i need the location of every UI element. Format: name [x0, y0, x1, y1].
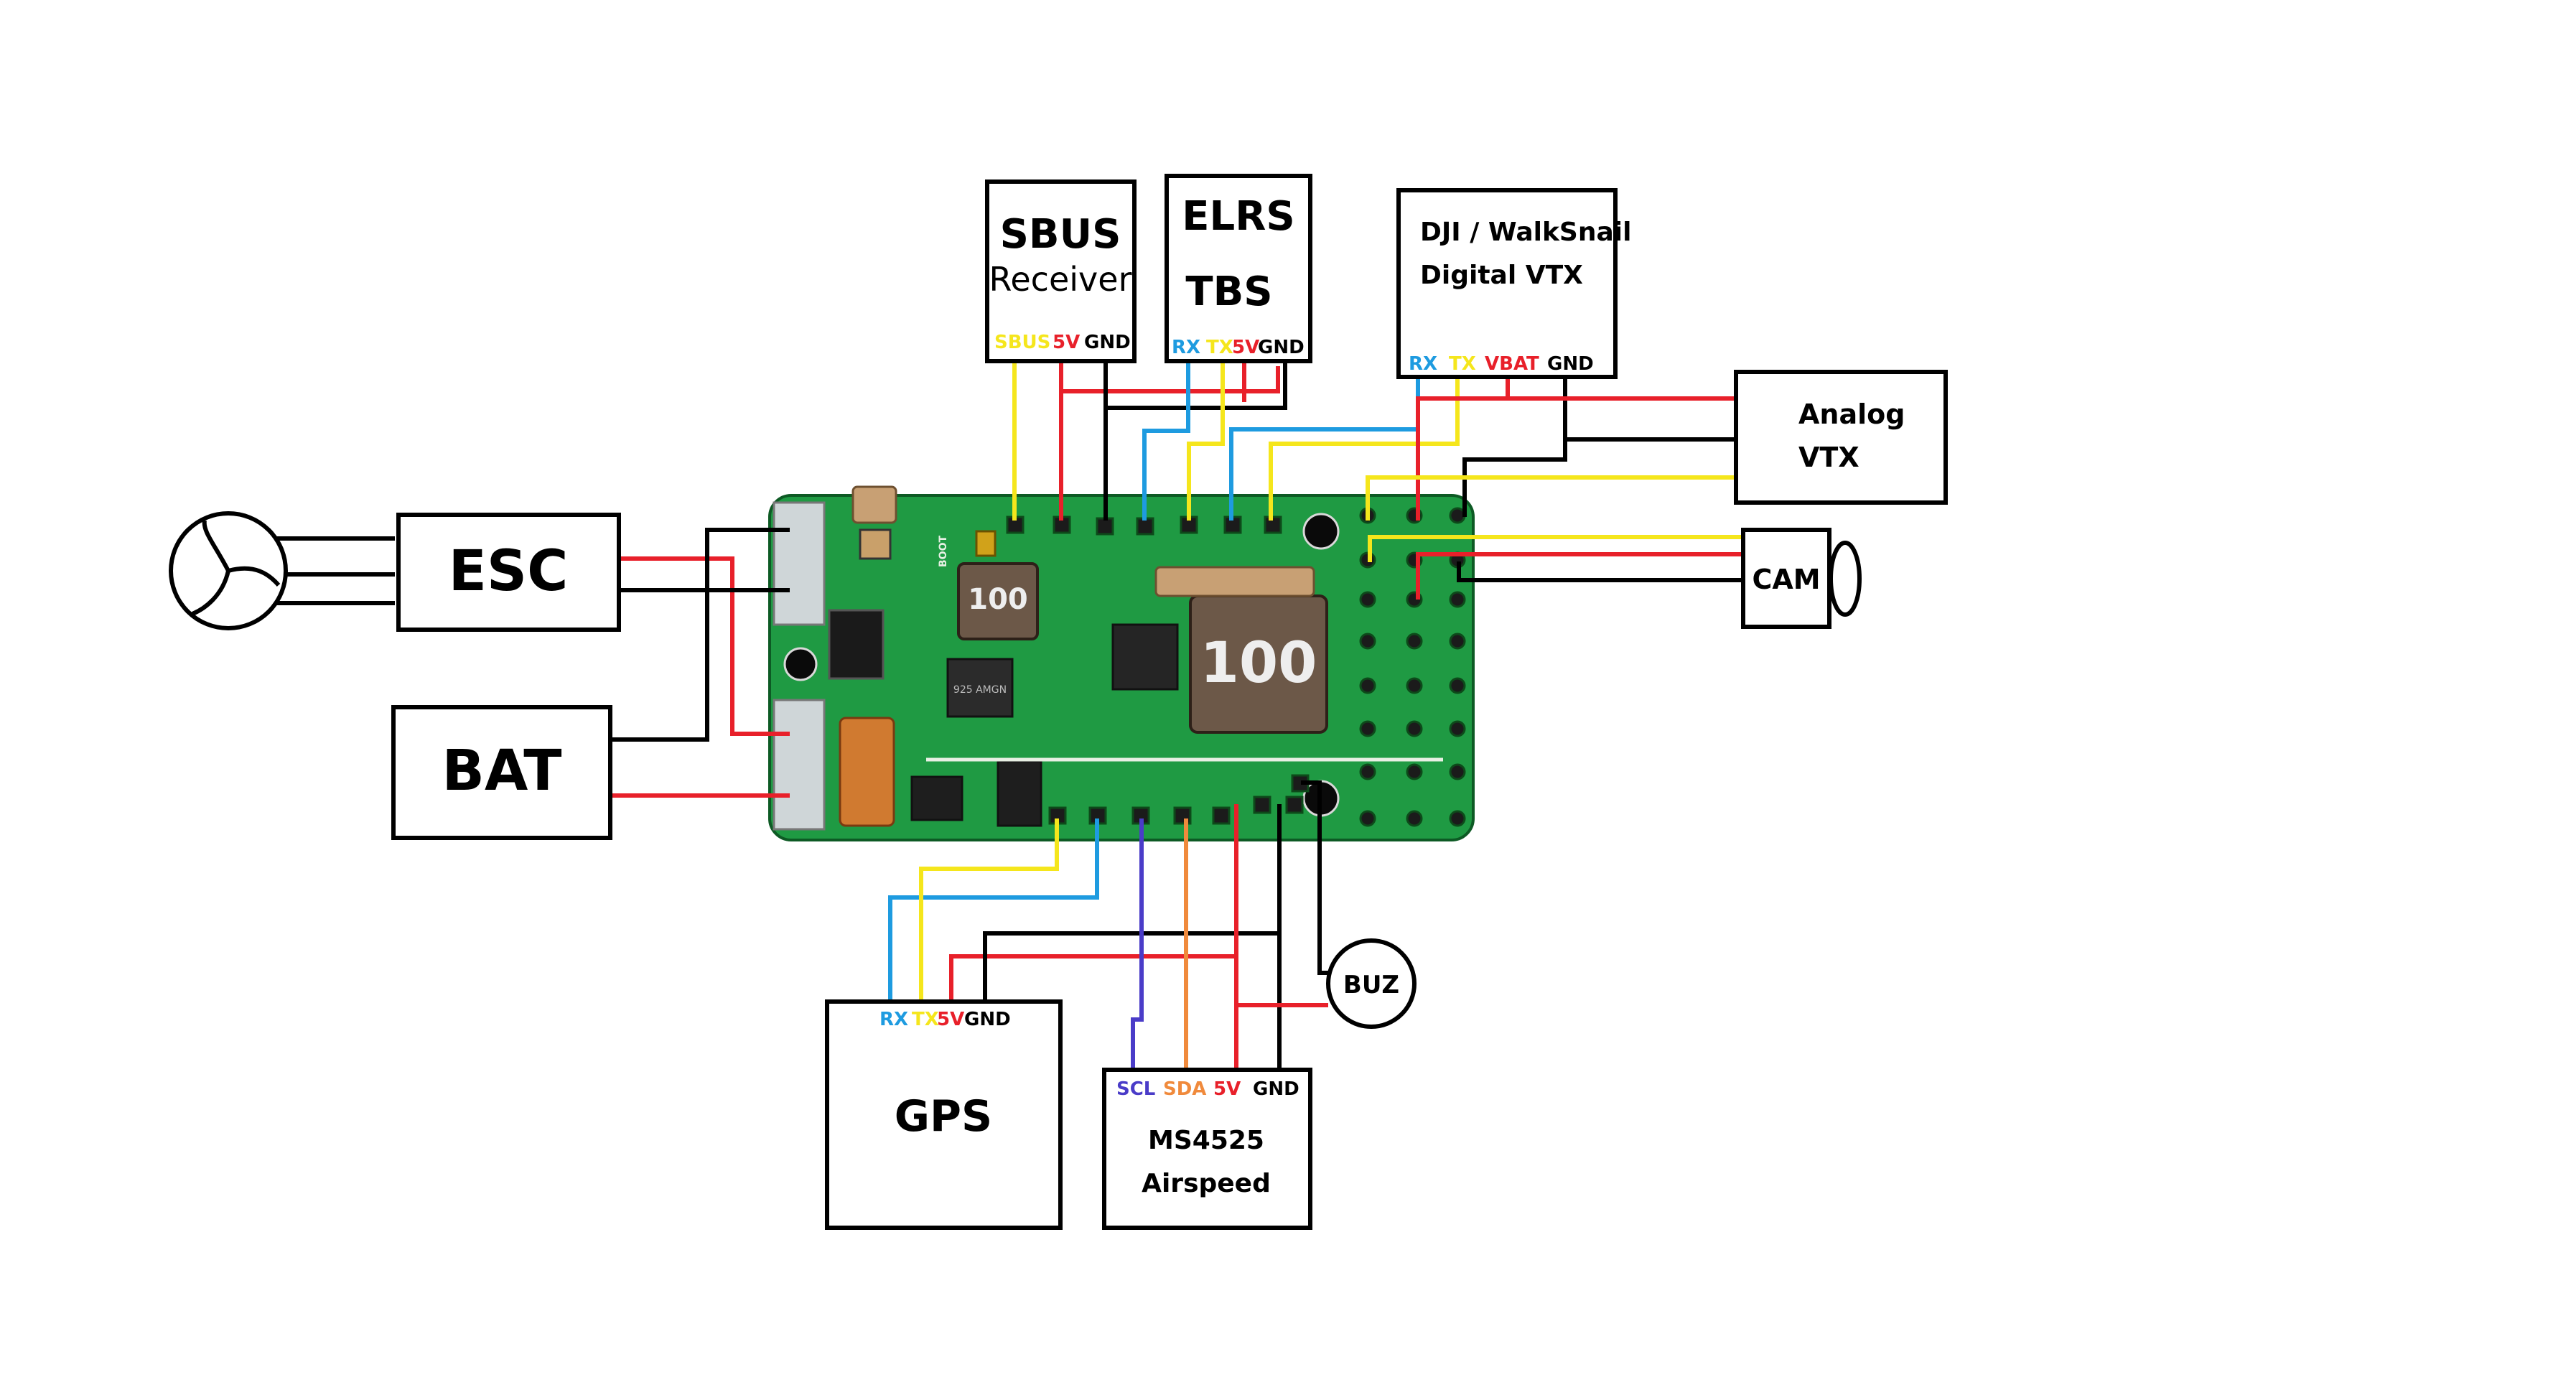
camera-module: CAM — [1741, 528, 1862, 629]
boot-button — [859, 528, 892, 560]
esc-power-wire — [619, 556, 790, 736]
battery-label: BAT — [442, 739, 562, 803]
motor-pads — [773, 501, 826, 626]
gps-pin-gnd: GND — [964, 1009, 1011, 1030]
gps-tx-wire — [919, 818, 1059, 1005]
sbus-subtitle: Receiver — [989, 260, 1131, 299]
inductor-small — [957, 562, 1039, 640]
pad-t6 — [1136, 517, 1154, 536]
pad-g-bottom-2 — [1285, 796, 1304, 814]
elrs-receiver-module: ELRS TBS RX TX 5V GND — [1165, 174, 1312, 363]
capacitor-row — [1154, 566, 1315, 597]
buzzer-label: BUZ — [1343, 971, 1399, 999]
airspeed-pin-5v: 5V — [1213, 1078, 1241, 1100]
cam-power-wire — [1416, 552, 1743, 600]
analog-vtx-line2: VTX — [1798, 442, 1859, 473]
elrs-gnd-wire — [1106, 363, 1287, 410]
bottom-pad-row — [1048, 774, 1310, 825]
airspeed-line1: MS4525 — [1148, 1126, 1264, 1155]
sbus-5v-wire — [1059, 363, 1280, 393]
digital-vtx-module: DJI / WalkSnail Digital VTX RX TX VBAT G… — [1396, 188, 1631, 379]
dvtx-pin-gnd: GND — [1547, 353, 1594, 375]
sbus-pin-5v: 5V — [1053, 332, 1080, 353]
inductor-small-marking: 100 — [968, 583, 1028, 616]
pad-da — [1212, 806, 1231, 825]
gps-pin-tx: TX — [912, 1009, 939, 1030]
buzzer-module: BUZ — [1326, 938, 1417, 1029]
esc-module: ESC — [396, 513, 621, 632]
elrs-pin-rx: RX — [1172, 337, 1200, 358]
gps-pin-rx: RX — [879, 1009, 908, 1030]
top-pad-row — [1006, 516, 1282, 536]
camera-label: CAM — [1752, 564, 1820, 595]
gps-pin-5v: 5V — [937, 1009, 964, 1030]
cam-signal-wire — [1368, 535, 1743, 562]
airspeed-module: MS4525 Airspeed SCL SDA 5V GND — [1102, 1068, 1312, 1230]
dvtx-vbat-wire — [1416, 377, 1510, 521]
sbus-receiver-module: SBUS Receiver SBUS 5V GND — [985, 179, 1137, 363]
elrs-pin-tx: TX — [1206, 337, 1233, 358]
dvtx-tx-wire — [1269, 377, 1460, 521]
dvtx-pin-tx: TX — [1449, 353, 1476, 375]
mount-hole-left — [783, 647, 818, 681]
elrs-rx-wire — [1142, 363, 1190, 521]
elrs-subtitle: TBS — [1185, 269, 1272, 315]
chip-marking: 925 AMGN — [953, 684, 1007, 696]
camera-lens-icon — [1829, 541, 1862, 617]
elrs-title: ELRS — [1182, 193, 1294, 240]
diode — [828, 609, 885, 680]
airspeed-scl-wire — [1131, 818, 1144, 1073]
cam-gnd-wire — [1457, 561, 1743, 582]
inductor-large-marking: 100 — [1200, 631, 1317, 696]
sbus-title: SBUS — [1000, 211, 1121, 258]
battery-pads — [773, 699, 826, 831]
chip-left — [946, 658, 1014, 718]
boot-label: BOOT — [938, 536, 949, 567]
mount-hole-top-right — [1302, 513, 1340, 550]
sbus-pin-sbus: SBUS — [994, 332, 1050, 353]
motor-icon — [169, 511, 288, 630]
esc-label: ESC — [449, 539, 569, 604]
analog-vtx-line1: Analog — [1798, 398, 1905, 430]
smd-chip-bottom — [910, 775, 963, 821]
dvtx-gnd-wire — [1462, 377, 1567, 517]
digital-vtx-line2: Digital VTX — [1420, 261, 1583, 290]
gps-gnd-wire — [983, 931, 1279, 1005]
pad-4v5 — [1253, 796, 1271, 814]
airspeed-pin-sda: SDA — [1163, 1078, 1206, 1100]
elrs-pin-5v: 5V — [1232, 337, 1259, 358]
battery-module: BAT — [391, 705, 612, 840]
flight-controller-board: BOOT 100 100 925 AMGN — [768, 485, 1475, 841]
gps-module: GPS RX TX 5V GND — [825, 999, 1063, 1230]
gps-label: GPS — [895, 1091, 992, 1142]
analog-vtx-module: Analog VTX — [1734, 370, 1948, 505]
smd-chip-bottom-2 — [997, 760, 1042, 827]
gold-pad — [975, 530, 997, 557]
airspeed-pin-gnd: GND — [1253, 1078, 1299, 1100]
capacitor-top — [851, 485, 897, 524]
elrs-pin-gnd: GND — [1258, 337, 1305, 358]
elrs-tx-wire — [1187, 363, 1225, 521]
digital-vtx-line1: DJI / WalkSnail — [1420, 218, 1631, 247]
airspeed-line2: Airspeed — [1142, 1169, 1271, 1198]
avtx-signal-wire — [1366, 475, 1736, 521]
gps-rx-wire — [888, 818, 1099, 1005]
dvtx-pin-rx: RX — [1409, 353, 1437, 375]
chip-mcu — [1111, 623, 1179, 691]
wires — [266, 363, 1743, 1073]
gps-5v-wire — [949, 954, 1236, 1005]
buzzer-wire-neg — [1301, 780, 1328, 975]
sbus-pin-gnd: GND — [1084, 332, 1131, 353]
xt-connector — [839, 717, 895, 827]
bat-gnd-wire — [610, 528, 790, 742]
pad-g-top — [1096, 517, 1114, 536]
airspeed-pin-scl: SCL — [1116, 1078, 1155, 1100]
dvtx-pin-vbat: VBAT — [1485, 353, 1539, 375]
